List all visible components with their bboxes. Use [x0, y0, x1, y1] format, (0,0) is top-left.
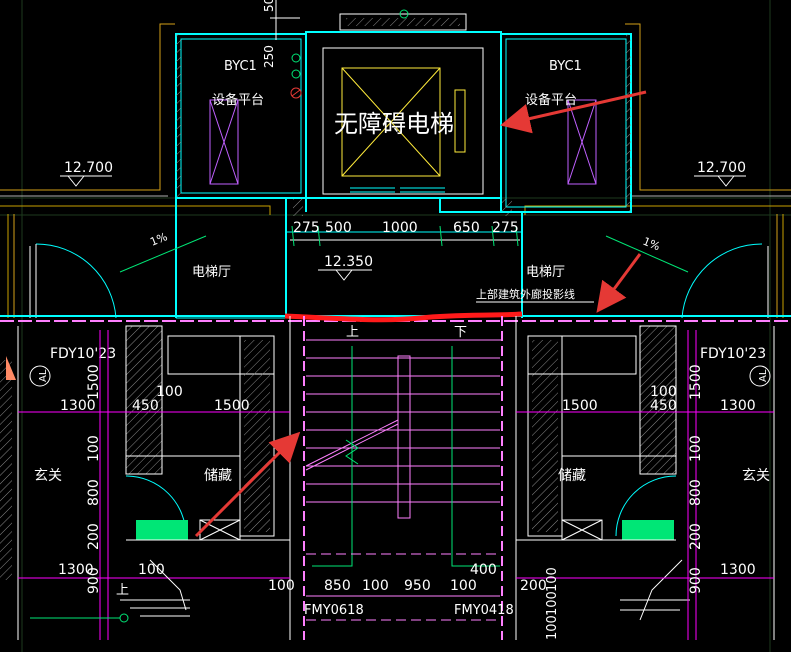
fmy-left: FMY0618 — [304, 603, 364, 618]
byc-right-label: BYC1 — [549, 59, 582, 74]
left-dimension-lines — [18, 330, 290, 640]
level-right: 12.700 — [697, 160, 746, 176]
dim-right-v-2: 100 — [688, 435, 704, 462]
elevator-hall-left-label: 电梯厅 — [192, 265, 231, 280]
up-left-label: 上 — [116, 583, 129, 598]
dim-bottom-extra-2: 100 — [545, 591, 560, 616]
al-left: AL — [38, 369, 49, 382]
dim-top-vertical-1: 50 — [262, 0, 276, 12]
byc-left-label: BYC1 — [224, 59, 257, 74]
fdy-right: FDY10'23 — [700, 346, 766, 362]
dim-right-v-5: 900 — [688, 567, 704, 594]
equipment-platform-right-label: 设备平台 — [525, 92, 577, 108]
storage-right-label: 储藏 — [558, 468, 586, 484]
level-center: 12.350 — [324, 254, 373, 270]
dim-bottom-mid-2: 850 — [324, 578, 351, 594]
dim-left-100: 100 — [156, 384, 183, 400]
central-stair — [303, 316, 503, 640]
annotation-arrows — [194, 90, 647, 538]
level-marker-left — [60, 175, 112, 187]
annotation-arrow-projection — [596, 253, 642, 313]
elevator-hall — [29, 197, 769, 319]
stair-up-label: 上 — [346, 325, 359, 340]
right-unit — [515, 316, 775, 640]
upper-projection-label: 上部建筑外廊投影线 — [476, 287, 575, 301]
elevator-label: 无障碍电梯 — [334, 110, 454, 138]
left-unit — [0, 316, 291, 640]
dim-right-row1-1: 1500 — [562, 398, 598, 414]
entry-left-label: 玄关 — [34, 467, 62, 484]
elevator-hall-right-label: 电梯厅 — [526, 265, 565, 280]
right-dimension-lines — [516, 330, 774, 640]
dim-left-v-3: 800 — [86, 479, 102, 506]
dim-right-row1-3: 1300 — [720, 398, 756, 414]
left-small-stair — [30, 559, 190, 623]
dim-top-1: 275 — [293, 220, 320, 236]
stair-down-label: 下 — [454, 325, 467, 340]
dim-right-row1-2: 450 — [650, 398, 677, 414]
dim-left-row1-2: 450 — [132, 398, 159, 414]
dim-top-2: 500 — [325, 220, 352, 236]
dim-bottom-extra-3: 100 — [545, 567, 560, 592]
dim-left-row1-3: 1500 — [214, 398, 250, 414]
annotation-arrow-elevator — [500, 90, 647, 134]
dim-right-100: 100 — [650, 384, 677, 400]
fdy-left: FDY10'23 — [50, 346, 116, 362]
main-wall-line — [0, 311, 791, 323]
top-dimension-chain — [291, 225, 519, 247]
dim-bottom-left-1: 1300 — [58, 562, 94, 578]
level-left: 12.700 — [64, 160, 113, 176]
dim-left-v-4: 200 — [86, 523, 102, 550]
dim-right-v-1: 1500 — [688, 364, 704, 400]
dim-top-5: 275 — [492, 220, 519, 236]
storage-left-label: 储藏 — [204, 468, 232, 484]
annotation-arrow-stair — [194, 431, 301, 538]
dim-bottom-right-1: 200 — [520, 578, 547, 594]
equipment-platform-left-label: 设备平台 — [212, 92, 264, 108]
top-vertical-dimension — [270, 0, 409, 40]
entry-right-label: 玄关 — [742, 467, 770, 484]
dim-top-vertical-2: 250 — [262, 45, 276, 68]
fmy-right: FMY0418 — [454, 603, 514, 618]
al-right: AL — [758, 369, 769, 382]
level-marker-right — [694, 175, 746, 187]
dim-right-v-3: 800 — [688, 479, 704, 506]
dim-bottom-right-2: 1300 — [720, 562, 756, 578]
dim-bottom-extra-1: 100 — [545, 615, 560, 640]
dim-bottom-left-2: 100 — [138, 562, 165, 578]
dim-left-v-2: 100 — [86, 435, 102, 462]
dim-right-v-4: 200 — [688, 523, 704, 550]
dim-top-4: 650 — [453, 220, 480, 236]
dim-top-3: 1000 — [382, 220, 418, 236]
dim-left-v-1: 1500 — [86, 364, 102, 400]
slope-left: 1% — [148, 230, 169, 249]
dim-bottom-mid-4: 950 — [404, 578, 431, 594]
dim-bottom-mid-5: 100 — [450, 578, 477, 594]
dim-bottom-mid-3: 100 — [362, 578, 389, 594]
dim-bottom-mid-1: 100 — [268, 578, 295, 594]
dim-left-v-5: 900 — [86, 567, 102, 594]
level-marker-center — [318, 269, 372, 281]
slope-right: 1% — [641, 235, 662, 254]
dim-left-row1-1: 1300 — [60, 398, 96, 414]
dim-bottom-mid-6: 400 — [470, 562, 497, 578]
